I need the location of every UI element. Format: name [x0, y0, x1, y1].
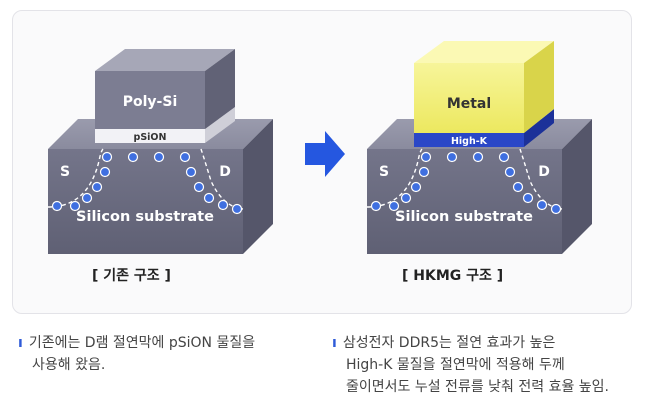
- right-source-boundary: [366, 148, 423, 208]
- right-gate-side: [524, 41, 554, 133]
- right-source-label: S: [379, 164, 389, 180]
- note-left-line2: 사용해 왔음.: [32, 357, 106, 373]
- left-substrate-side: [243, 119, 273, 254]
- right-dielectric-label: High-K: [451, 136, 488, 147]
- note-left-bullet-icon: ı: [18, 335, 23, 351]
- left-dielectric-label: pSiON: [134, 132, 167, 143]
- diagram-card: Poly-Si pSiON S D Silicon substrate: [12, 10, 632, 314]
- left-source-boundary: [47, 148, 104, 208]
- left-gate-label: Poly-Si: [123, 94, 178, 110]
- note-right-line3: 줄이면서도 누설 전류를 낮춰 전력 효율 높임.: [346, 379, 609, 395]
- note-right-bullet-icon: ı: [332, 335, 337, 351]
- right-substrate-side: [562, 119, 592, 254]
- note-left: ı 기존에는 D램 절연막에 pSiON 물질을 사용해 왔음.: [18, 332, 318, 376]
- left-substrate-label: Silicon substrate: [76, 209, 214, 225]
- left-gate-top: [95, 49, 235, 71]
- left-caption: [ 기존 구조 ]: [92, 268, 171, 284]
- note-right-line2: High-K 물질을 절연막에 적용해 두께: [346, 357, 565, 373]
- right-transistor: Metal High-K S D Silicon substrate: [366, 41, 592, 254]
- left-electrons: [51, 151, 243, 215]
- right-gate-top: [414, 41, 554, 63]
- left-drain-label: D: [219, 164, 231, 180]
- right-dielectric-front: [414, 133, 524, 147]
- right-substrate-label: Silicon substrate: [395, 209, 533, 225]
- right-gate-front: [414, 63, 524, 133]
- left-source-label: S: [60, 164, 70, 180]
- left-transistor: Poly-Si pSiON S D Silicon substrate: [47, 49, 273, 254]
- note-right: ı 삼성전자 DDR5는 절연 효과가 높은 High-K 물질을 절연막에 적용…: [332, 332, 642, 398]
- right-gate-label: Metal: [447, 96, 491, 112]
- note-left-line1: 기존에는 D램 절연막에 pSiON 물질을: [28, 335, 256, 351]
- right-caption: [ HKMG 구조 ]: [402, 268, 504, 284]
- right-arrow-icon: [305, 131, 345, 177]
- left-gate-front: [95, 71, 205, 129]
- right-dielectric-side: [524, 109, 554, 147]
- hkmg-comparison-diagram: Poly-Si pSiON S D Silicon substrate: [47, 41, 592, 254]
- left-dielectric-front: [95, 129, 205, 143]
- left-gate-side: [205, 49, 235, 129]
- right-drain-label: D: [538, 164, 550, 180]
- left-drain-boundary: [200, 148, 244, 210]
- right-electrons: [370, 151, 562, 215]
- right-drain-boundary: [519, 148, 563, 210]
- note-right-line1: 삼성전자 DDR5는 절연 효과가 높은: [342, 335, 556, 351]
- left-dielectric-side: [205, 107, 235, 143]
